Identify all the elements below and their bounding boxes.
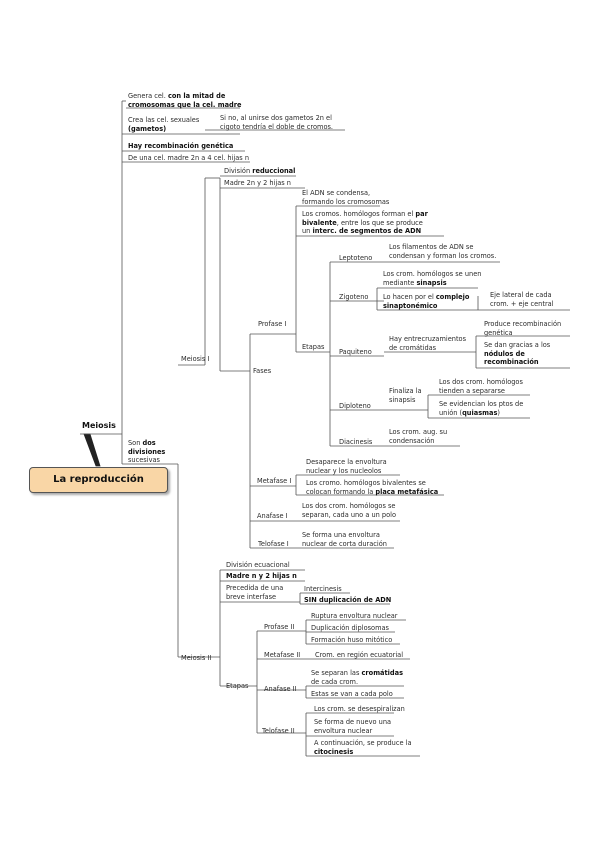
- node-celula-madre[interactable]: De una cel. madre 2n a 4 cel. hijas n: [128, 154, 249, 162]
- node-huso[interactable]: Formación huso mitótico: [311, 636, 393, 644]
- node-profase-1[interactable]: Profase I: [258, 320, 287, 328]
- node-madre-2n[interactable]: Madre 2n y 2 hijas n: [224, 179, 291, 187]
- node-metafase-2[interactable]: Metafase II: [264, 651, 301, 659]
- node-recombinacion[interactable]: Hay recombinación genética: [128, 142, 234, 150]
- node-telofase-1[interactable]: Telofase I: [258, 540, 289, 548]
- node-diplosomas[interactable]: Duplicación diplosomas: [311, 624, 389, 632]
- topic-label: Meiosis: [82, 421, 116, 430]
- node-desespiralizan[interactable]: Los crom. se desespiralizan: [314, 705, 405, 713]
- node-meiosis-2[interactable]: Meiosis II: [181, 654, 212, 662]
- node-zigoteno[interactable]: Zigoteno: [339, 293, 369, 301]
- node-anafase-1[interactable]: Anafase I: [257, 512, 288, 520]
- node-intercinesis[interactable]: Intercinesis: [304, 585, 342, 593]
- node-anafase-2[interactable]: Anafase II: [264, 685, 297, 693]
- node-diacinesis[interactable]: Diacinesis: [339, 438, 373, 446]
- node-fases[interactable]: Fases: [253, 367, 272, 375]
- node-meiosis-1[interactable]: Meiosis I: [181, 355, 210, 363]
- node-etapas-1[interactable]: Etapas: [302, 343, 325, 351]
- node-metafase-1[interactable]: Metafase I: [257, 477, 292, 485]
- node-cada-polo[interactable]: Estas se van a cada polo: [311, 690, 393, 698]
- node-telofase-2[interactable]: Telofase II: [262, 727, 295, 735]
- node-madre-n[interactable]: Madre n y 2 hijas n: [226, 572, 297, 580]
- node-division-reduccional[interactable]: División reduccional: [224, 167, 296, 175]
- node-crea[interactable]: Crea las cel. sexuales(gametos): [128, 116, 200, 133]
- node-division-ecuacional[interactable]: División ecuacional: [226, 561, 290, 569]
- node-sin-duplicacion[interactable]: SIN duplicación de ADN: [304, 596, 392, 604]
- node-adn-condensa[interactable]: El ADN se condensa,formando los cromosom…: [302, 189, 390, 206]
- root-node[interactable]: La reproducción: [29, 467, 168, 493]
- node-profase-2[interactable]: Profase II: [264, 623, 295, 631]
- node-diploteno[interactable]: Diploteno: [339, 402, 371, 410]
- node-leptoteno[interactable]: Leptoteno: [339, 254, 373, 262]
- node-etapas-2[interactable]: Etapas: [226, 682, 249, 690]
- node-ruptura[interactable]: Ruptura envoltura nuclear: [311, 612, 398, 620]
- node-paquiteno[interactable]: Paquiteno: [339, 348, 372, 356]
- node-region-ecuatorial[interactable]: Crom. en región ecuatorial: [315, 651, 404, 659]
